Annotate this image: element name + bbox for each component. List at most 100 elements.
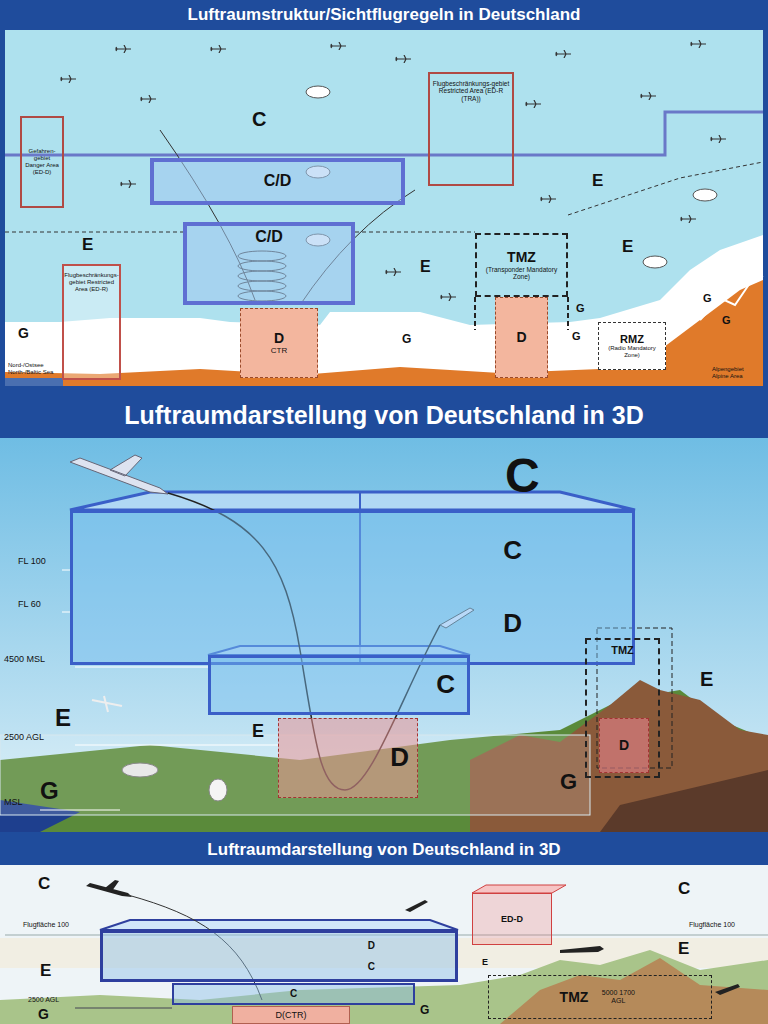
airspace-class-label: E [622,238,633,257]
section-view-part-part [385,268,401,276]
airspace-box: C [172,983,415,1005]
section-view-part [5,30,763,386]
3d-view [0,438,768,832]
section-view-part-part [680,215,696,223]
airspace-class: TMZ [507,249,536,265]
3d-view-small-part [100,920,458,930]
airspace-note: 5000 1700 AGL [596,989,640,1005]
airspace-class-label: E [55,705,71,731]
airspace-box: D [495,297,548,378]
3d-view-part-part [40,810,120,811]
3d-view-small-part [86,880,132,897]
airspace-box: Flugbeschränkungs-gebiet Restricted Area… [428,72,514,186]
3d-view-part [70,492,635,510]
diagram-panel: Luftraumdarstellung von Deutschland in 3… [0,835,768,1024]
airspace-box: C/D [150,158,405,205]
airspace-class-label: C [505,450,540,503]
airspace-class: RMZ [620,333,644,346]
altitude-label: 2500 AGL [4,733,44,743]
airspace-box: CD [70,510,635,665]
airspace-box: ED-D [472,893,552,945]
airspace-class: D [516,329,526,345]
airspace-class-label: E [592,172,603,191]
3d-view-small [0,865,768,1024]
section-view-part [700,276,763,320]
section-view-part [5,232,183,233]
3d-view-part [209,779,227,801]
airspace-class: ED-D [501,914,523,924]
altitude-label: FL 60 [18,600,41,610]
section-view-part-part [540,195,556,203]
airspace-class-label: C [38,875,50,894]
3d-view-part [600,770,768,832]
diagram-panel: Luftraumstruktur/Sichtflugregeln in Deut… [0,0,768,390]
airspace-box: D [278,718,418,798]
airspace-note: (Radio Mandatory Zone) [601,345,663,359]
airspace-note: CTR [271,346,287,355]
airspace-note: C [368,961,375,973]
airspace-box: TMZ 5000 1700 AGL [488,975,712,1019]
altitude-label: FL 100 [18,557,46,567]
3d-view-small-part [715,984,740,995]
section-view-part [355,232,475,233]
airspace-box: TMZD [585,638,660,778]
section-view-part-part [306,86,330,98]
3d-view-part-part [75,745,278,746]
3d-view-small-part [0,865,768,1024]
3d-view-part [92,696,122,712]
airspace-class: D [390,743,409,773]
section-view-part [0,0,768,390]
section-view [0,0,768,390]
airspace-class: C [436,670,455,700]
section-view-part-part [710,135,726,143]
airspace-class: C [503,536,522,566]
airspace-class-label: C [678,880,690,899]
airspace-class-label: G [420,1004,429,1017]
airspace-note: (Transponder Mandatory Zone) [479,266,564,281]
airspace-class: C/D [264,172,292,190]
3d-view-small-part [405,900,428,912]
section-view-part [5,378,63,386]
section-view-part-part [210,45,226,53]
3d-view-small-part [560,946,604,953]
airspace-class: D(CTR) [276,1010,307,1020]
section-view-part [568,162,763,215]
airspace-box: TMZ(Transponder Mandatory Zone) [475,233,568,297]
altitude-label: MSL [4,798,23,808]
panel-heading: Luftraumdarstellung von Deutschland in 3… [0,835,768,865]
airspace-box: D(CTR) [232,1006,350,1024]
panel-heading: Luftraumdarstellung von Deutschland in 3… [0,393,768,438]
airspace-class-label: G [40,778,59,804]
section-view-part-part [525,100,541,108]
3d-view-small-part [75,1008,172,1009]
3d-view-part-part [62,612,70,613]
airspace-class: TMZ [560,989,589,1005]
airspace-class-label: C [252,108,266,130]
airspace-box: DCTR [240,308,318,378]
airspace-box: C/D [183,222,355,305]
section-view-part-part [120,180,136,188]
3d-view-small-part [500,958,768,1024]
airspace-class: D [368,940,375,952]
section-view-part-part [330,42,346,50]
airspace-class: Gefahren-gebiet Danger Area (ED-D) [24,148,60,176]
altitude-label: Flugfläche 100 [22,921,70,929]
section-view-part [60,40,726,301]
section-view-part-part [60,75,76,83]
section-view-part-part [555,50,571,58]
airspace-class-label: E [420,258,431,276]
airspace-class-label: G [703,292,712,304]
section-view-part-part [115,45,131,53]
section-view-part-part [440,293,456,301]
airspace-class: C [290,988,297,1000]
airspace-note: D [503,609,522,639]
section-view-part-part [395,55,411,63]
airspace-class-label: G [722,314,731,326]
airspace-box: Flugbeschränkungs-gebiet Restricted Area… [62,264,121,380]
3d-view-part [122,763,158,777]
airspace-class: Flugbeschränkungs-gebiet Restricted Area… [432,80,510,102]
airspace-class: D [619,737,629,753]
airspace-class: D [274,330,284,346]
altitude-label: 4500 MSL [4,655,45,665]
